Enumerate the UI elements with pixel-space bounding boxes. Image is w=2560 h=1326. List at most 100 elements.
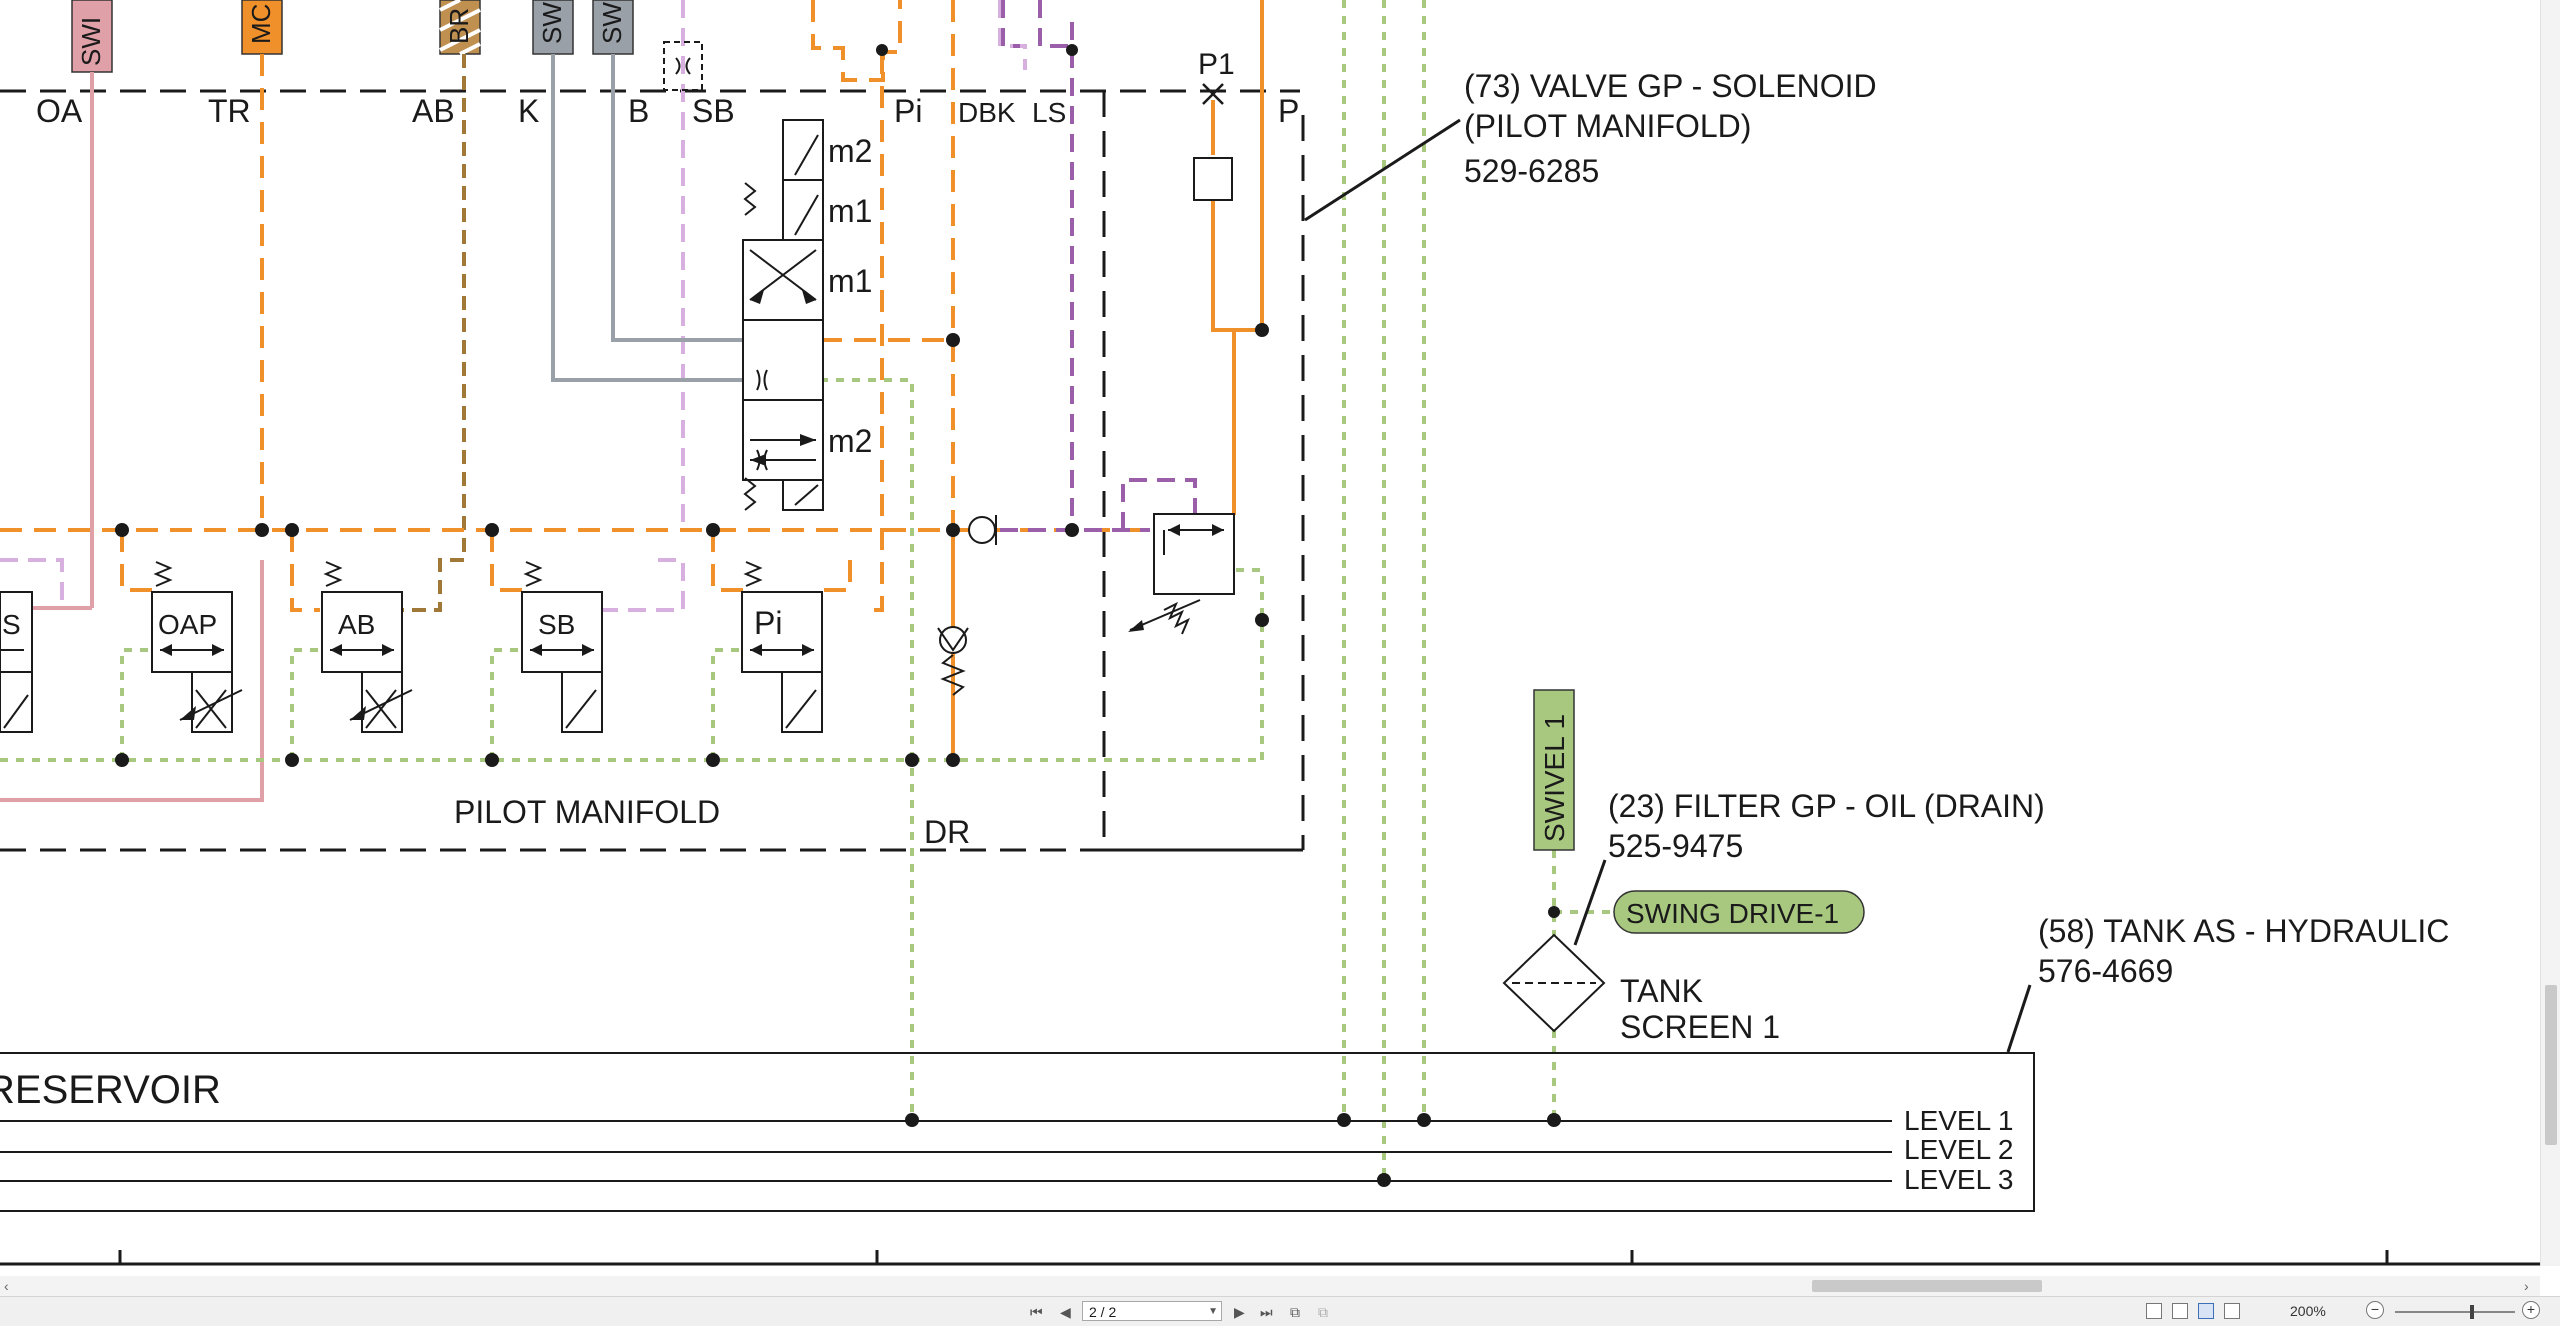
callout-tank-line1: (58) TANK AS - HYDRAULIC	[2038, 913, 2449, 949]
scroll-view-icon[interactable]	[2224, 1303, 2240, 1319]
solenoid-m2-top: m2	[828, 133, 872, 169]
callout-filter: (23) FILTER GP - OIL (DRAIN) 525-9475	[1608, 788, 2045, 864]
dr-label: DR	[924, 814, 970, 850]
ruler-number-3: 7	[1996, 1264, 2013, 1266]
page-number-value: 2 / 2	[1089, 1304, 1117, 1320]
copy-icon[interactable]: ⧉	[1290, 1304, 1300, 1320]
page-number-field[interactable]: 2 / 2 ▼	[1082, 1301, 1222, 1321]
orifice-symbol	[663, 41, 703, 91]
page-dropdown-icon[interactable]: ▼	[1208, 1306, 1218, 1317]
purple-lines	[1000, 0, 1197, 532]
paste-icon[interactable]: ⧉	[1318, 1304, 1328, 1320]
solenoid-valve	[742, 119, 824, 511]
port-dbk: DBK	[958, 97, 1016, 128]
port-p: P	[1278, 93, 1299, 129]
tank-screen-line2: SCREEN 1	[1620, 1009, 1780, 1045]
brown-lines	[380, 54, 466, 612]
valve-box-sb: SB	[538, 609, 575, 640]
horizontal-scroll-thumb[interactable]	[1812, 1280, 2042, 1292]
tank-screen-line1: TANK	[1620, 973, 1703, 1009]
ruler-number-2: 8	[1240, 1264, 1257, 1266]
first-page-icon[interactable]: ⏮	[1030, 1304, 1043, 1320]
callout-tank: (58) TANK AS - HYDRAULIC 576-4669	[2038, 913, 2449, 989]
valve-box-ab: AB	[338, 609, 375, 640]
solenoid-labels: m2 m1 m1 m2	[828, 133, 872, 459]
manifold-boundary	[0, 89, 1305, 852]
filter-symbol	[1502, 933, 1606, 1033]
connector-sw-1: SW	[537, 2, 567, 44]
valve-box-oap: OAP	[158, 609, 217, 640]
callout-valve-line1: (73) VALVE GP - SOLENOID	[1464, 68, 1877, 104]
connector-swi: SWI	[76, 17, 106, 66]
horizontal-scrollbar[interactable]: ‹ ›	[0, 1276, 2540, 1296]
green-lines	[0, 0, 1614, 1180]
port-p1: P1	[1198, 48, 1235, 81]
connector-mc: MC	[246, 4, 276, 44]
zoom-slider-thumb[interactable]	[2470, 1305, 2474, 1319]
callout-filter-line2: 525-9475	[1608, 828, 1743, 864]
scroll-left-icon[interactable]: ‹	[4, 1278, 9, 1294]
vertical-scroll-thumb[interactable]	[2545, 985, 2557, 1145]
last-page-icon[interactable]: ⏭	[1260, 1304, 1273, 1320]
swivel-label: SWIVEL 1	[1539, 714, 1570, 842]
single-page-view-icon[interactable]	[2146, 1303, 2162, 1319]
p1-cross	[1202, 83, 1224, 105]
spool-labels: S OAP AB SB Pi	[2, 605, 782, 641]
lilac-lines	[0, 0, 1027, 612]
zoom-out-icon[interactable]: −	[2366, 1301, 2384, 1319]
pressure-tap	[1193, 157, 1233, 201]
vertical-scrollbar[interactable]	[2540, 0, 2560, 1266]
zoom-in-icon[interactable]: +	[2522, 1301, 2540, 1319]
drawing-viewport[interactable]: SWI MC BR SW SW	[0, 0, 2540, 1266]
orange-solid-lines	[1211, 0, 1264, 515]
connector-br: BR	[444, 8, 474, 44]
reservoir-label: RESERVOIR	[0, 1068, 221, 1112]
gray-lines	[551, 54, 785, 382]
pilot-manifold-label: PILOT MANIFOLD	[454, 794, 720, 830]
scroll-right-icon[interactable]: ›	[2524, 1278, 2529, 1294]
level-1: LEVEL 1	[1904, 1105, 2013, 1136]
check-valves	[937, 515, 997, 696]
top-connector-tags: SWI MC BR SW SW	[71, 0, 634, 73]
solenoid-arrows	[750, 290, 816, 466]
leader-lines	[1304, 118, 2032, 1053]
swing-drive-label: SWING DRIVE-1	[1626, 898, 1839, 929]
ruler-number-1: 8	[484, 1264, 501, 1266]
zoom-slider-track[interactable]	[2395, 1311, 2515, 1313]
port-pi: Pi	[894, 93, 922, 129]
status-bar: ⏮ ◀ 2 / 2 ▼ ▶ ⏭ ⧉ ⧉ 200% − +	[0, 1296, 2560, 1326]
port-labels: OA TR AB K B SB Pi DBK LS P P1	[36, 48, 1299, 129]
level-2: LEVEL 2	[1904, 1134, 2013, 1165]
port-ab: AB	[412, 93, 455, 129]
two-page-view-icon[interactable]	[2198, 1303, 2214, 1319]
port-sb: SB	[692, 93, 735, 129]
solenoid-m1-mid: m1	[828, 263, 872, 299]
sheet-ruler	[0, 1250, 2540, 1266]
spool-valves	[0, 561, 823, 733]
ruler-numbers: 8 8 7	[484, 1264, 2013, 1266]
callout-filter-line1: (23) FILTER GP - OIL (DRAIN)	[1608, 788, 2045, 824]
pink-lines	[0, 72, 264, 802]
next-page-icon[interactable]: ▶	[1234, 1304, 1245, 1320]
callout-valve-line2: (PILOT MANIFOLD)	[1464, 108, 1751, 144]
callout-valve-line3: 529-6285	[1464, 153, 1599, 189]
reducing-arrows	[1128, 524, 1224, 632]
reservoir	[0, 1052, 2035, 1212]
tank-screen-label: TANK SCREEN 1	[1620, 973, 1780, 1045]
callout-valve: (73) VALVE GP - SOLENOID (PILOT MANIFOLD…	[1464, 68, 1877, 189]
hydraulic-schematic: SWI MC BR SW SW	[0, 0, 2540, 1266]
valve-box-s: S	[2, 609, 21, 640]
solenoid-m2-bot: m2	[828, 423, 872, 459]
continuous-view-icon[interactable]	[2172, 1303, 2188, 1319]
swing-drive-tag	[1613, 890, 1865, 934]
port-tr: TR	[208, 93, 251, 129]
port-oa: OA	[36, 93, 83, 129]
connector-sw-2: SW	[597, 2, 627, 44]
port-b: B	[628, 93, 649, 129]
prev-page-icon[interactable]: ◀	[1060, 1304, 1071, 1320]
callout-tank-line2: 576-4669	[2038, 953, 2173, 989]
solenoid-m1-top: m1	[828, 193, 872, 229]
zoom-level: 200%	[2290, 1303, 2326, 1319]
spool-arrows	[160, 644, 814, 720]
valve-box-pi: Pi	[754, 605, 782, 641]
